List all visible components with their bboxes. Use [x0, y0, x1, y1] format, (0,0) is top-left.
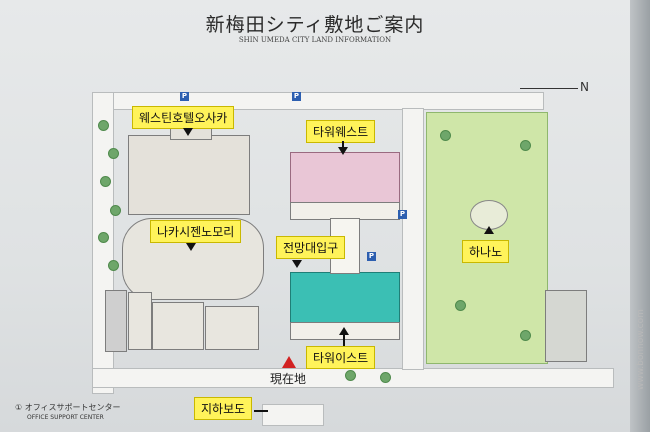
arrow-down-icon — [183, 128, 193, 136]
hanano-garden — [426, 112, 548, 364]
east-building — [545, 290, 587, 362]
arrow-down-icon — [338, 147, 348, 155]
current-location-label: 現在地 — [270, 372, 307, 386]
current-location-marker — [282, 356, 296, 368]
arrow-shaft — [342, 141, 344, 149]
label-nakashizen-forest: 나카시젠노모리 — [150, 220, 242, 243]
lower-left-building-c — [152, 302, 204, 350]
north-arrow-line — [520, 88, 578, 89]
tree-icon — [108, 148, 119, 159]
label-tower-west: 타워웨스트 — [306, 120, 376, 143]
tree-icon — [520, 330, 531, 341]
parking-icon: P — [367, 252, 376, 261]
tree-icon — [520, 140, 531, 151]
tree-icon — [345, 370, 356, 381]
label-westin-hotel: 웨스틴호텔오사카 — [132, 106, 235, 129]
tree-icon — [98, 232, 109, 243]
arrow-up-icon — [339, 327, 349, 335]
tree-icon — [108, 260, 119, 271]
arrow-shaft — [254, 410, 268, 412]
tree-icon — [100, 176, 111, 187]
underpass-entry — [262, 404, 324, 426]
lower-left-building-a — [105, 290, 127, 352]
arrow-up-icon — [484, 226, 494, 234]
tree-icon — [380, 372, 391, 383]
tower-west-building — [290, 152, 400, 204]
lower-left-building-b — [128, 292, 152, 350]
office-support-label-en: OFFICE SUPPORT CENTER — [27, 414, 104, 421]
label-tower-east: 타워이스트 — [306, 346, 376, 369]
arrow-down-icon — [186, 243, 196, 251]
map-title: 新梅田シティ敷地ご案内 — [205, 14, 425, 36]
office-support-label: ① オフィスサポートセンター — [15, 403, 121, 412]
tree-icon — [98, 120, 109, 131]
watermark: www.bonnow.com — [636, 309, 646, 390]
arrow-down-icon — [292, 260, 302, 268]
road-central — [402, 108, 424, 370]
parking-icon: P — [398, 210, 407, 219]
lower-left-building-d — [205, 306, 259, 350]
arrow-shaft — [343, 335, 345, 346]
westin-hotel-building — [128, 135, 250, 215]
label-underpass: 지하보도 — [194, 397, 253, 420]
parking-icon: P — [180, 92, 189, 101]
tree-icon — [455, 300, 466, 311]
board-frame-edge — [630, 0, 650, 432]
map-subtitle: SHIN UMEDA CITY LAND INFORMATION — [238, 36, 392, 44]
tree-icon — [440, 130, 451, 141]
parking-icon: P — [292, 92, 301, 101]
tree-icon — [110, 205, 121, 216]
label-observatory-entrance: 전망대입구 — [276, 236, 346, 259]
tower-east-building — [290, 272, 400, 324]
north-label: N — [580, 80, 589, 94]
label-hanano: 하나노 — [462, 240, 510, 263]
